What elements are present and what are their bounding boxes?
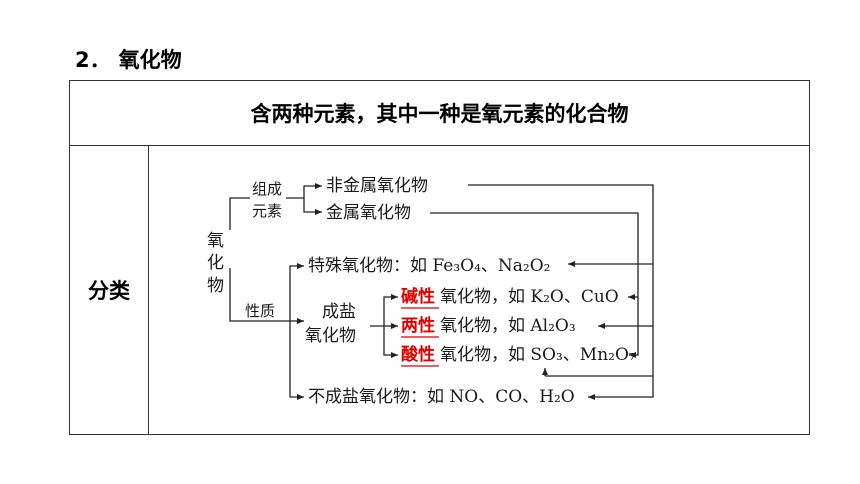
root-char-2: 化 <box>207 253 224 273</box>
root-char-3: 物 <box>207 276 224 296</box>
branch-property: 性质 <box>245 302 275 320</box>
amphoteric-rest: 氧化物，如 Al₂O₃ <box>440 316 576 336</box>
branch-composition-line2: 元素 <box>252 202 282 220</box>
metal-oxide: 金属氧化物 <box>326 203 411 223</box>
basic-rest: 氧化物，如 K₂O、CuO <box>440 287 619 307</box>
special-oxide: 特殊氧化物：如 Fe₃O₄、Na₂O₂ <box>308 256 550 276</box>
section-title: 氧化物 <box>118 48 182 72</box>
acidic-key: 酸性 <box>401 344 435 365</box>
nonmetal-oxide: 非金属氧化物 <box>326 176 428 196</box>
salt-forming-line2: 氧化物 <box>305 326 356 346</box>
branch-composition-line1: 组成 <box>252 180 282 198</box>
oxide-table: 含两种元素，其中一种是氧元素的化合物 分类 <box>69 80 810 435</box>
acidic-rest: 氧化物，如 SO₃、Mn₂O₇ <box>440 345 636 365</box>
root-char-1: 氧 <box>207 231 224 251</box>
diagram-lines <box>229 183 654 400</box>
definition-row: 含两种元素，其中一种是氧元素的化合物 <box>70 81 809 146</box>
section-heading: 2． 氧化物 <box>75 44 190 74</box>
salt-forming-line1: 成盐 <box>322 302 356 322</box>
section-number: 2． <box>75 48 111 72</box>
diagram-root: 氧 化 物 <box>207 231 224 296</box>
basic-key: 碱性 <box>401 286 435 307</box>
non-salt-forming-oxide: 不成盐氧化物：如 NO、CO、H₂O <box>308 387 575 407</box>
amphoteric-key: 两性 <box>401 315 435 336</box>
classification-label: 分类 <box>70 146 149 434</box>
